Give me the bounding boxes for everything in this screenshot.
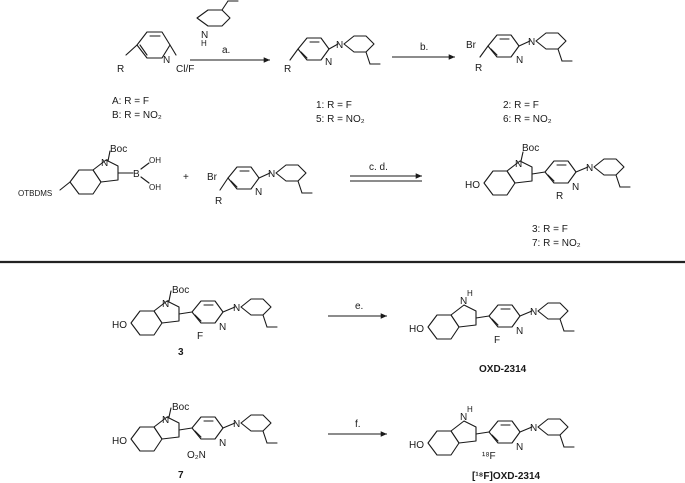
product-2-label: 2: R = F — [503, 100, 539, 111]
c3-pipN: N — [233, 303, 240, 314]
step1-reactant-R: R — [117, 64, 124, 75]
f18-pipN: N — [530, 423, 537, 434]
c7-indoleN: N — [162, 415, 169, 426]
boronic-OH2: OH — [149, 183, 161, 192]
product3-pyN: N — [572, 182, 579, 193]
f18-NH: H — [467, 405, 473, 414]
compound-3-label: 3 — [178, 347, 184, 358]
product-5-label: 5: R = NO₂ — [316, 114, 365, 125]
oxd-pipN: N — [530, 307, 537, 318]
oxd-pyN: N — [516, 326, 523, 337]
step1-label-A: A: R = F — [112, 96, 149, 107]
product-3-7: HO Boc N R N N — [465, 143, 631, 202]
reagent-a: a. — [222, 45, 230, 56]
product2-pipN: N — [528, 37, 535, 48]
oxd-F: F — [494, 335, 500, 346]
product3-boc: Boc — [522, 143, 539, 154]
step1-amine: N H — [196, 0, 239, 48]
bromo-R: R — [215, 196, 222, 207]
f18-F: ¹⁸F — [482, 451, 496, 462]
oxd-NH: H — [467, 289, 473, 298]
reagent-b: b. — [420, 42, 428, 53]
product3-HO: HO — [465, 180, 480, 191]
boronic-N: N — [101, 158, 108, 169]
c3-pyN: N — [219, 322, 226, 333]
f18-HO: HO — [409, 440, 424, 451]
boronic-OH1: OH — [149, 156, 161, 165]
bromo-Br: Br — [207, 172, 218, 183]
product1-R: R — [284, 64, 291, 75]
boronic-B: B — [133, 169, 140, 180]
compound-7-label: 7 — [178, 470, 184, 481]
reagent-f: f. — [355, 419, 361, 430]
oxd-2314-label: OXD-2314 — [479, 364, 527, 375]
f18-oxd-2314-label: [¹⁸F]OXD-2314 — [472, 471, 541, 482]
c7-boc: Boc — [172, 402, 189, 413]
product-1-label: 1: R = F — [316, 100, 352, 111]
boronic-acid-indole: Boc N B OH OH OTBDMS — [18, 144, 161, 198]
c7-pipN: N — [233, 419, 240, 430]
f18-pyN: N — [516, 442, 523, 453]
compound-7: HO Boc N O₂N N N — [112, 402, 278, 461]
f18-oxd-2314: HO N H ¹⁸F N N — [409, 405, 575, 462]
amine-N: N — [201, 30, 208, 41]
step1-reactant-X: Cl/F — [176, 64, 194, 75]
bromo-pyN: N — [255, 187, 262, 198]
reagent-e: e. — [355, 301, 363, 312]
product-3-label: 3: R = F — [532, 224, 568, 235]
f18-indoleN: N — [460, 412, 467, 423]
oxd-indoleN: N — [460, 296, 467, 307]
step1-label-B: B: R = NO₂ — [112, 110, 162, 121]
bromopyridine: Br R N N — [207, 164, 313, 207]
product2-R: R — [475, 63, 482, 74]
compound-3: HO Boc N F N N — [112, 285, 278, 342]
product-7-label: 7: R = NO₂ — [532, 238, 581, 249]
plus-sign: + — [183, 172, 189, 183]
step1-reactant-pyridine: R N Cl/F — [117, 31, 194, 75]
product-1-5: R N N — [284, 35, 381, 75]
oxd-2314: HO N H F N N — [409, 289, 575, 346]
boronic-otbdms: OTBDMS — [18, 189, 52, 198]
product2-pyN: N — [516, 55, 523, 66]
c3-F: F — [197, 331, 203, 342]
c7-HO: HO — [112, 436, 127, 447]
c3-boc: Boc — [172, 285, 189, 296]
c3-indoleN: N — [162, 299, 169, 310]
product1-pipN: N — [336, 40, 343, 51]
pyridine-N: N — [163, 55, 170, 66]
c7-NO2: O₂N — [187, 450, 206, 461]
c3-HO: HO — [112, 320, 127, 331]
c7-pyN: N — [219, 438, 226, 449]
boronic-boc: Boc — [110, 144, 127, 155]
product3-R: R — [556, 191, 563, 202]
product3-pipN: N — [586, 163, 593, 174]
product1-pyN: N — [325, 57, 332, 68]
amine-H: H — [201, 39, 207, 48]
product3-indoleN: N — [515, 159, 522, 170]
product2-Br: Br — [466, 40, 477, 51]
oxd-HO: HO — [409, 324, 424, 335]
product-6-label: 6: R = NO₂ — [503, 114, 552, 125]
reagent-cd: c. d. — [369, 162, 388, 173]
bromo-pipN: N — [268, 169, 275, 180]
product-2-6: Br R N N — [466, 32, 573, 74]
